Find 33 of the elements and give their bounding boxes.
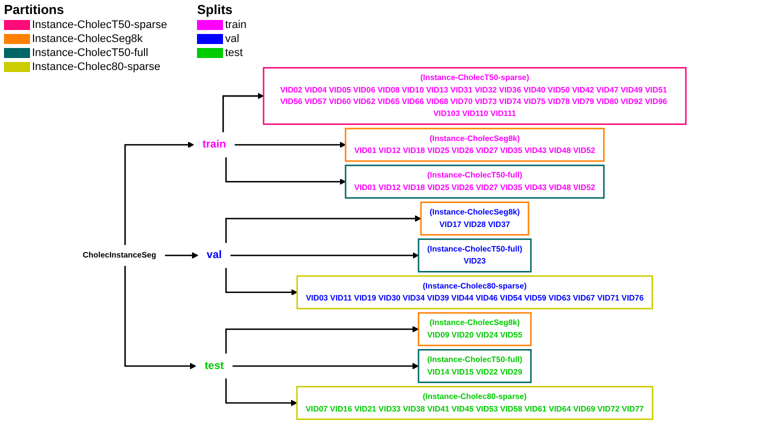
legend-label: Instance-CholecSeg8k xyxy=(32,33,143,45)
node-box xyxy=(262,67,687,125)
arrow xyxy=(225,268,298,296)
node-box xyxy=(418,312,532,346)
legend-label: val xyxy=(225,33,240,45)
arrow xyxy=(124,266,196,370)
arrow xyxy=(230,252,419,259)
node-box xyxy=(296,275,654,310)
legend-heading: Splits xyxy=(197,2,234,17)
legend-label: test xyxy=(225,47,243,59)
arrow xyxy=(225,157,346,185)
arrow xyxy=(225,215,422,243)
arrow xyxy=(225,378,298,406)
arrow xyxy=(225,326,419,354)
node-text: train xyxy=(202,138,226,150)
node-box xyxy=(344,164,605,199)
legend-heading: Partitions xyxy=(4,2,65,17)
arrow xyxy=(232,362,419,370)
legend-label: Instance-CholecT50-full xyxy=(32,47,148,59)
arrow xyxy=(222,92,264,132)
arrow xyxy=(164,252,198,259)
legend-label: Instance-Cholec80-sparse xyxy=(32,61,160,73)
node-box xyxy=(344,128,605,162)
node-text: val xyxy=(206,248,222,262)
legend-label: train xyxy=(225,19,247,31)
node-box xyxy=(418,238,532,272)
arrow xyxy=(234,142,346,148)
node-text: test xyxy=(204,359,224,372)
arrow xyxy=(124,142,194,246)
node-box xyxy=(418,349,532,384)
node-box xyxy=(420,202,530,236)
node-box xyxy=(296,386,654,420)
legend-label: Instance-CholecT50-sparse xyxy=(32,19,168,31)
